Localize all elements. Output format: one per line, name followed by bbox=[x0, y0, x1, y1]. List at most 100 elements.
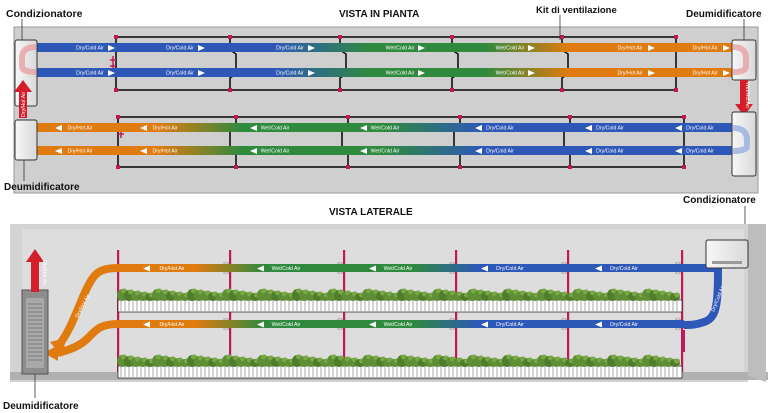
side-dehumidifier-vents bbox=[28, 303, 42, 361]
flow-arrow-left bbox=[675, 148, 682, 154]
plan-post bbox=[568, 165, 572, 169]
plan-left-riser-label: Dry/Hot Air bbox=[21, 92, 27, 117]
flow-label: Dry/Hot Air bbox=[159, 322, 184, 328]
flow-arrow-right bbox=[108, 45, 115, 51]
flow-label: Wet/Cold Air bbox=[496, 46, 525, 52]
flow-arrow-left bbox=[585, 148, 592, 154]
plan-post bbox=[234, 115, 238, 119]
flow-label: Dry/Hot Air bbox=[152, 149, 177, 155]
flow-arrow-right bbox=[308, 45, 315, 51]
plan-conditioner-right-loop bbox=[732, 125, 750, 154]
label-side-right-unit: Condizionatore bbox=[683, 195, 756, 206]
plan-left-riser bbox=[19, 90, 27, 118]
flow-arrow-right bbox=[723, 45, 730, 51]
side-curve-upper bbox=[54, 264, 119, 349]
side-exhaust bbox=[31, 258, 39, 292]
plan-post bbox=[228, 35, 232, 39]
plan-conditioner-left-loop bbox=[19, 44, 37, 75]
flow-label: Wet/Cold Air bbox=[496, 71, 525, 77]
flow-label: Dry/Cold Air bbox=[166, 46, 194, 52]
side-exhaust-arrow bbox=[26, 249, 44, 262]
flow-arrow-left bbox=[481, 265, 488, 272]
flow-arrow-right bbox=[418, 70, 425, 76]
flow-arrow-left bbox=[475, 125, 482, 131]
flow-arrow-left bbox=[360, 125, 367, 131]
flow-label: Dry/Hot Air bbox=[67, 126, 92, 132]
plan-post bbox=[338, 35, 342, 39]
flow-label: Wet/Cold Air bbox=[272, 266, 301, 272]
plan-room bbox=[13, 26, 759, 194]
label-top-title: VISTA IN PIANTA bbox=[339, 9, 419, 20]
flow-arrow-left bbox=[595, 265, 602, 272]
side-curve-lower bbox=[55, 320, 119, 357]
plan-post bbox=[674, 35, 678, 39]
label-side-left-unit: Deumidificatore bbox=[3, 401, 79, 412]
flow-label: Dry/Hot Air bbox=[617, 46, 642, 52]
plan-post bbox=[458, 165, 462, 169]
plan-left-riser-arrow bbox=[14, 80, 32, 92]
plan-dehumidifier-right-loop bbox=[732, 44, 749, 75]
flow-arrow-left bbox=[140, 148, 147, 154]
plan-post bbox=[560, 88, 564, 92]
flow-arrow-right bbox=[308, 70, 315, 76]
flow-arrow-left bbox=[675, 125, 682, 131]
flow-arrow-left bbox=[369, 321, 376, 328]
plan-fan-mark bbox=[110, 56, 116, 70]
plan-post bbox=[116, 165, 120, 169]
flow-arrow-right bbox=[198, 70, 205, 76]
flow-arrow-left bbox=[55, 125, 62, 131]
flow-label: Dry/Cold Air bbox=[596, 126, 624, 132]
flow-label: Wet/Cold Air bbox=[384, 266, 413, 272]
flow-label: Dry/Cold Air bbox=[610, 266, 638, 272]
flow-arrow-left bbox=[143, 265, 150, 272]
plan-post bbox=[674, 88, 678, 92]
plan-flow-row-3 bbox=[30, 123, 738, 132]
label-kit: Kit di ventilazione bbox=[536, 5, 617, 16]
label-top-left-unit: Condizionatore bbox=[6, 8, 83, 20]
flow-arrow-left bbox=[369, 265, 376, 272]
side-flow-row-1 bbox=[116, 264, 684, 272]
flow-arrow-left bbox=[257, 265, 264, 272]
rack-tray bbox=[117, 365, 683, 379]
plant-leaf bbox=[674, 358, 680, 364]
plan-post bbox=[682, 115, 686, 119]
side-exhaust-label: Dry/Hot Air bbox=[41, 260, 47, 285]
flow-label: Dry/Cold Air bbox=[166, 71, 194, 77]
flow-arrow-left bbox=[140, 125, 147, 131]
label-side-title: VISTA LATERALE bbox=[329, 207, 413, 218]
label-bottom-left-unit: Deumidificatore bbox=[4, 182, 80, 193]
flow-label: Dry/Hot Air bbox=[692, 71, 717, 77]
flow-label: Dry/Cold Air bbox=[486, 149, 514, 155]
flow-label: Wet/Cold Air bbox=[384, 322, 413, 328]
flow-label: Dry/Cold Air bbox=[276, 46, 304, 52]
side-curve-lower-arrow bbox=[44, 345, 58, 361]
rack-tray bbox=[117, 299, 683, 313]
plan-post bbox=[346, 115, 350, 119]
flow-arrow-left bbox=[257, 321, 264, 328]
flow-arrow-left bbox=[143, 321, 150, 328]
plan-post bbox=[228, 88, 232, 92]
plan-post bbox=[234, 165, 238, 169]
plan-flow-row-2 bbox=[34, 68, 738, 77]
side-plants bbox=[117, 288, 680, 367]
flow-arrow-left bbox=[250, 148, 257, 154]
flow-label: Dry/Hot Air bbox=[692, 46, 717, 52]
side-curve-right bbox=[683, 261, 722, 329]
flow-label: Dry/Cold Air bbox=[686, 149, 714, 155]
plan-post bbox=[346, 165, 350, 169]
plan-post bbox=[114, 35, 118, 39]
plan-flow-row-1 bbox=[34, 43, 738, 52]
flow-label: Dry/Cold Air bbox=[686, 126, 714, 132]
plan-flow-row-4 bbox=[30, 146, 738, 155]
flow-label: Dry/Cold Air bbox=[486, 126, 514, 132]
plant-leaf bbox=[674, 292, 680, 298]
flow-label: Dry/Hot Air bbox=[159, 266, 184, 272]
flow-label: Wet/Cold Air bbox=[261, 149, 290, 155]
flow-arrow-left bbox=[55, 148, 62, 154]
flow-arrow-right bbox=[108, 70, 115, 76]
flow-label: Dry/Hot Air bbox=[152, 126, 177, 132]
plan-post bbox=[338, 88, 342, 92]
